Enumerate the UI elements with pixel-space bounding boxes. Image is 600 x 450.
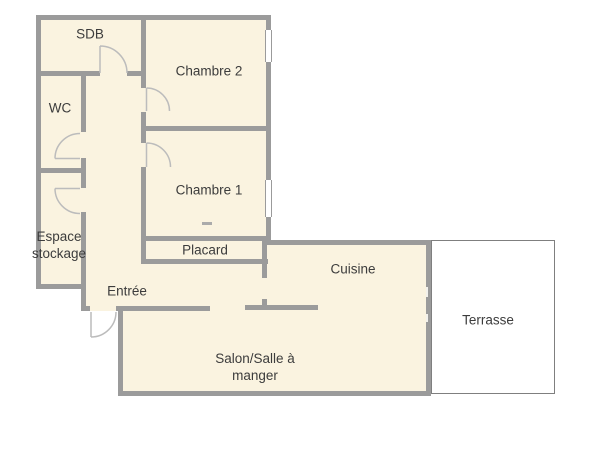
wall-wc-bottom (36, 168, 86, 173)
wall-entree-bottom-mid (116, 306, 210, 311)
room-label-cuisine: Cuisine (330, 261, 376, 277)
window-chambre2-icon (265, 30, 272, 62)
room-fill-entree (81, 245, 268, 311)
wall-salon-left (118, 306, 123, 396)
door-swing-sdb-icon (99, 45, 128, 74)
room-label-chambre1: Chambre 1 (175, 182, 243, 198)
window-chambre1-icon (265, 180, 272, 217)
terrasse-outline (431, 240, 555, 394)
room-label-placard: Placard (182, 242, 228, 258)
room-label-sdb: SDB (76, 26, 104, 42)
wall-sdb-bottom-right (127, 71, 146, 76)
wall-outer-right (266, 15, 271, 245)
chambre1-small-mark (202, 222, 212, 225)
room-label-entree: Entrée (107, 283, 147, 299)
door-swing-stockage-icon (54, 187, 81, 215)
room-label-stockage: Espace stockage (31, 229, 87, 261)
wall-outer-top (36, 15, 271, 20)
door-swing-wc-icon (54, 132, 81, 160)
wall-cuisine-top (262, 240, 431, 245)
wall-stockage-bottom (36, 284, 86, 289)
wall-sdb-bottom-left (36, 71, 100, 76)
wall-cuisine-salon-partial (245, 305, 318, 310)
wall-cuisine-left (262, 245, 267, 278)
wall-cuisine-right (426, 240, 431, 396)
room-fill-salon (118, 306, 431, 396)
wall-chambre1-left (141, 167, 146, 264)
wall-chambre1-bottom (141, 236, 271, 241)
wall-chambre-left-mid (141, 112, 146, 143)
wall-chambre2-left-stub (141, 76, 146, 88)
cuisine-wall-notch-2 (426, 314, 428, 322)
wall-salon-bottom (118, 391, 431, 396)
wall-placard-bottom (141, 259, 268, 264)
wall-wc-right (81, 71, 86, 132)
door-swing-chambre1-icon (145, 142, 172, 168)
door-swing-entrance-icon (90, 311, 117, 338)
room-label-terrasse: Terrasse (462, 312, 514, 328)
room-label-salon: Salon/Salle à manger (215, 351, 295, 383)
room-fill-stockage (36, 245, 86, 289)
wall-sdb-right (141, 15, 146, 76)
door-swing-chambre2-icon (145, 87, 171, 112)
wall-corridor-left-mid (81, 158, 86, 188)
wall-cuisine-left-stub (262, 299, 267, 310)
wall-chambre-divider (141, 126, 271, 131)
room-label-chambre2: Chambre 2 (175, 63, 243, 79)
cuisine-wall-notch-1 (426, 287, 428, 297)
room-label-wc: WC (48, 100, 72, 116)
wall-stockage-right (81, 212, 86, 311)
wall-outer-left (36, 15, 41, 289)
